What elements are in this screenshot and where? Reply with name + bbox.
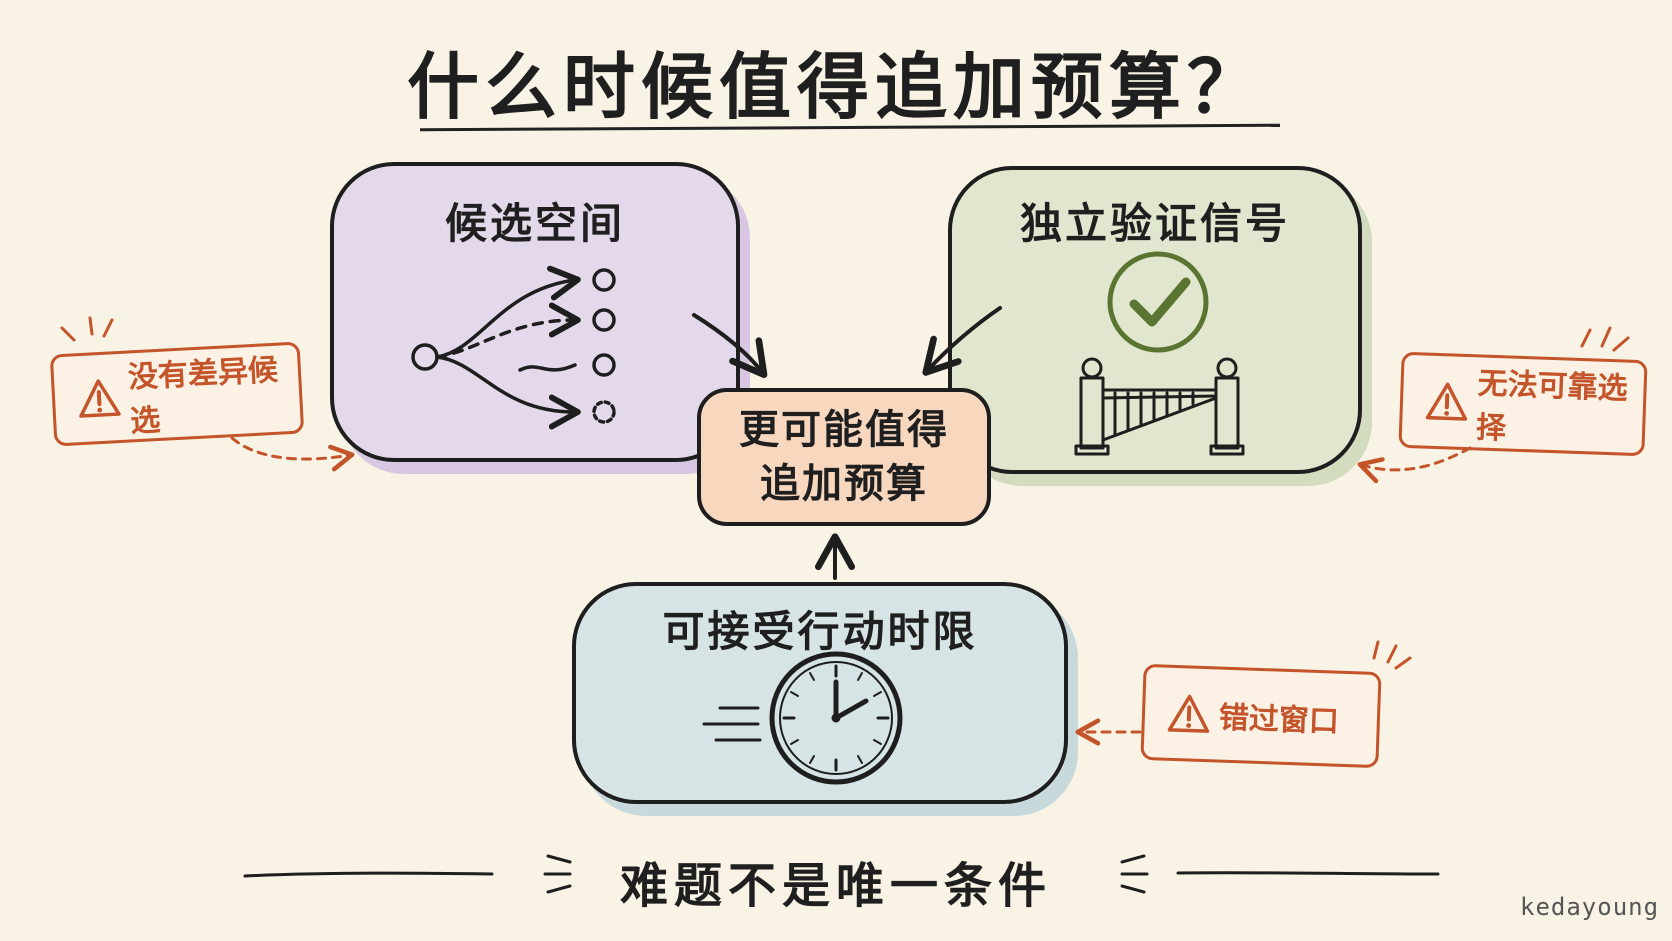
conclusion-line-2: 追加预算 xyxy=(760,461,928,507)
warning-arrows xyxy=(230,436,1472,746)
conclusion-line-1: 更可能值得 xyxy=(739,407,949,453)
attention-marks xyxy=(60,316,1630,670)
verification-signal-title: 独立验证信号 xyxy=(1019,199,1290,248)
conclusion-box: 更可能值得 追加预算 xyxy=(697,388,991,526)
footer-rules xyxy=(243,854,1440,894)
clock-icon xyxy=(702,651,903,785)
candidate-space-card xyxy=(330,162,740,462)
footer-caption: 难题不是唯一条件 xyxy=(619,858,1052,914)
warning-no-reliable-selection: 无法可靠选择 xyxy=(1398,351,1648,457)
warning-icon xyxy=(1167,694,1210,733)
branching-candidates-icon xyxy=(411,265,616,430)
warning-missed-window: 错过窗口 xyxy=(1140,663,1382,769)
author-signature: kedayoung xyxy=(1520,893,1660,921)
check-gate-icon xyxy=(1074,251,1245,456)
action-window-title: 可接受行动时限 xyxy=(662,607,978,656)
candidate-space-title: 候选空间 xyxy=(444,199,625,248)
connector-arrows xyxy=(692,306,1002,580)
warning-icon xyxy=(1425,382,1468,421)
warning-no-diverse-candidates: 没有差异候选 xyxy=(49,341,305,447)
warning-icon xyxy=(79,379,121,418)
page-title: 什么时候值得追加预算？ xyxy=(406,45,1265,129)
